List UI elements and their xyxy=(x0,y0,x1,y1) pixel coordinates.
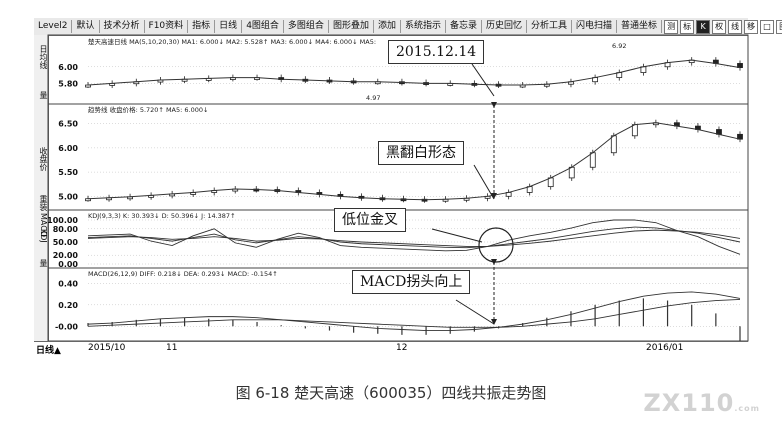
candle-body xyxy=(610,135,617,154)
toolbar-icon-button[interactable]: 移 xyxy=(744,19,759,34)
y-tick-label: 6.00 xyxy=(58,144,78,153)
toolbar-icon-button[interactable]: 图 xyxy=(776,19,782,34)
toolbar-item[interactable]: 图形叠加 xyxy=(329,20,374,33)
time-axis-bar: 日线▲ 2015/10 11 12 2016/01 xyxy=(34,341,748,356)
candle-body xyxy=(568,166,575,179)
toolbar-item[interactable]: 指标 xyxy=(188,20,216,33)
macd-line-diff xyxy=(87,291,741,332)
candle-body xyxy=(631,124,638,137)
toolbar-icon-button[interactable]: 标 xyxy=(680,19,695,34)
sidebar-tab[interactable]: 重装 xyxy=(39,195,48,211)
toolbar-item[interactable]: 历史回忆 xyxy=(482,20,528,33)
toolbar-item[interactable]: 备忘录 xyxy=(446,20,482,33)
toolbar-item[interactable]: 闪电扫描 xyxy=(572,20,618,33)
toolbar-icon-button[interactable]: 线 xyxy=(728,19,743,34)
kdj-line-d xyxy=(87,229,741,247)
y-tick-label: 0.20 xyxy=(58,301,78,310)
pattern-pointer xyxy=(473,164,495,200)
sidebar-tab[interactable]: 量 xyxy=(39,259,48,267)
y-tick-label: 50.00 xyxy=(53,238,79,247)
sidebar-tab[interactable]: 日均线 xyxy=(39,45,48,69)
sidebar-tab[interactable]: 量 xyxy=(39,91,48,99)
y-tick-label: 5.50 xyxy=(58,168,78,177)
candle-body xyxy=(547,177,554,188)
toolbar-icon-button[interactable]: K xyxy=(696,19,711,34)
macd-line-dea xyxy=(87,299,741,328)
y-tick-label: 6.50 xyxy=(58,120,78,129)
panel-info-label: MACD(26,12,9) DIFF: 0.218↓ DEA: 0.293↓ M… xyxy=(88,270,278,278)
toolbar-item[interactable]: 系统指示 xyxy=(401,20,446,33)
toolbar-icon-button[interactable]: 测 xyxy=(664,19,679,34)
sidebar-tab[interactable]: MACD xyxy=(39,213,48,237)
y-tick-label: -0.00 xyxy=(55,322,78,331)
y-tick-label: 20.00 xyxy=(53,251,79,260)
date-annotation: 2015.12.14 xyxy=(388,40,485,64)
toolbar-item[interactable]: 技术分析 xyxy=(100,20,145,33)
panel-info-label: 趋势线 收盘价格: 5.720↑ MA5: 6.000↓ xyxy=(88,105,208,114)
toolbar-item[interactable]: 默认 xyxy=(72,20,100,33)
date-pointer xyxy=(471,63,495,97)
toolbar-icon-button[interactable]: □ xyxy=(760,19,775,34)
toolbar-icon-button[interactable]: 权 xyxy=(712,19,727,34)
watermark-logo: ZX110.com xyxy=(643,389,760,417)
kdj-pointer xyxy=(431,228,483,243)
panel-info-label: KDJ(9,3,3) K: 30.393↓ D: 50.396↓ J: 14.3… xyxy=(88,212,236,220)
sidebar-tab[interactable]: KDJ xyxy=(39,229,48,243)
y-tick-label: 5.00 xyxy=(58,192,78,201)
toolbar-item[interactable]: 4图组合 xyxy=(242,20,284,33)
y-tick-label: 5.80 xyxy=(58,79,78,88)
ma-line xyxy=(87,122,741,201)
kdj-annotation: 低位金叉 xyxy=(334,208,406,232)
x-tick-label: 12 xyxy=(396,343,408,353)
x-tick-label: 2016/01 xyxy=(646,343,684,353)
toolbar-item[interactable]: Level2 xyxy=(34,20,73,33)
y-tick-label: 80.00 xyxy=(53,225,79,234)
sidebar-tab[interactable]: 收盘价 xyxy=(39,147,48,171)
high-price-label: 6.92 xyxy=(612,42,626,50)
toolbar-item[interactable]: 普通坐标 xyxy=(617,20,663,33)
low-price-label: 4.97 xyxy=(366,94,380,102)
toolbar-item[interactable]: 多图组合 xyxy=(284,20,329,33)
y-tick-label: 0.40 xyxy=(58,279,78,288)
watermark-suffix: .com xyxy=(734,404,760,413)
toolbar-item[interactable]: 分析工具 xyxy=(527,20,573,33)
pattern-annotation: 黑翻白形态 xyxy=(378,141,464,165)
toolbar-item[interactable]: F10资料 xyxy=(145,20,189,33)
y-tick-label: 6.00 xyxy=(58,63,78,72)
candle-body xyxy=(589,152,596,168)
watermark-text: ZX110 xyxy=(643,389,735,417)
x-tick-label: 2015/10 xyxy=(88,343,126,353)
panel-info-label: 楚天高速日线 MA(5,10,20,30) MA1: 6.000↓ MA2: 5… xyxy=(88,37,376,46)
ma-line xyxy=(87,59,741,86)
y-tick-label: 0.00 xyxy=(58,260,78,269)
y-tick-label: 100.00 xyxy=(47,216,78,225)
period-label[interactable]: 日线▲ xyxy=(36,346,61,356)
macd-pointer xyxy=(455,299,495,325)
toolbar-item[interactable]: 添加 xyxy=(374,20,401,33)
kdj-line-k xyxy=(87,226,741,249)
kdj-line-j xyxy=(87,219,741,255)
toolbar-item[interactable]: 日线 xyxy=(215,20,243,33)
figure-caption: 图 6-18 楚天高速（600035）四线共振走势图 xyxy=(235,384,547,402)
macd-annotation: MACD拐头向上 xyxy=(352,270,471,294)
x-tick-label: 11 xyxy=(166,343,178,353)
